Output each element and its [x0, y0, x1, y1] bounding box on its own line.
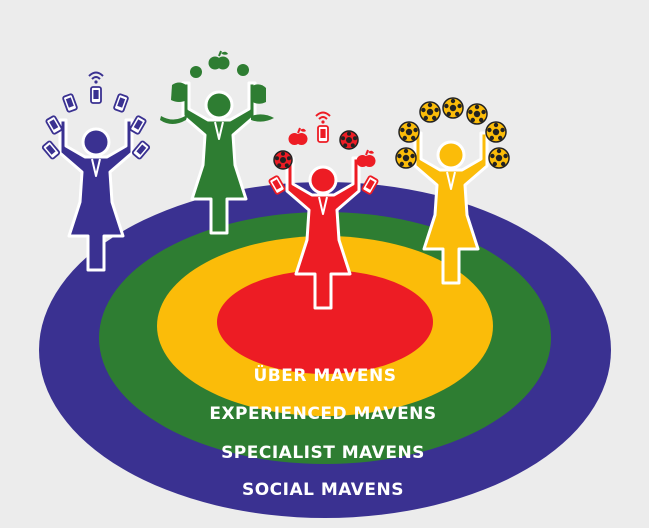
label-social: SOCIAL MAVENS — [242, 480, 404, 500]
label-uber: ÜBER MAVENS — [253, 364, 396, 386]
fruit-vegetable-icon — [160, 50, 274, 124]
label-specialist: SPECIALIST MAVENS — [221, 443, 425, 463]
specialist-maven-figure — [160, 50, 274, 235]
label-experienced: EXPERIENCED MAVENS — [209, 404, 436, 424]
ring-uber — [217, 270, 433, 374]
